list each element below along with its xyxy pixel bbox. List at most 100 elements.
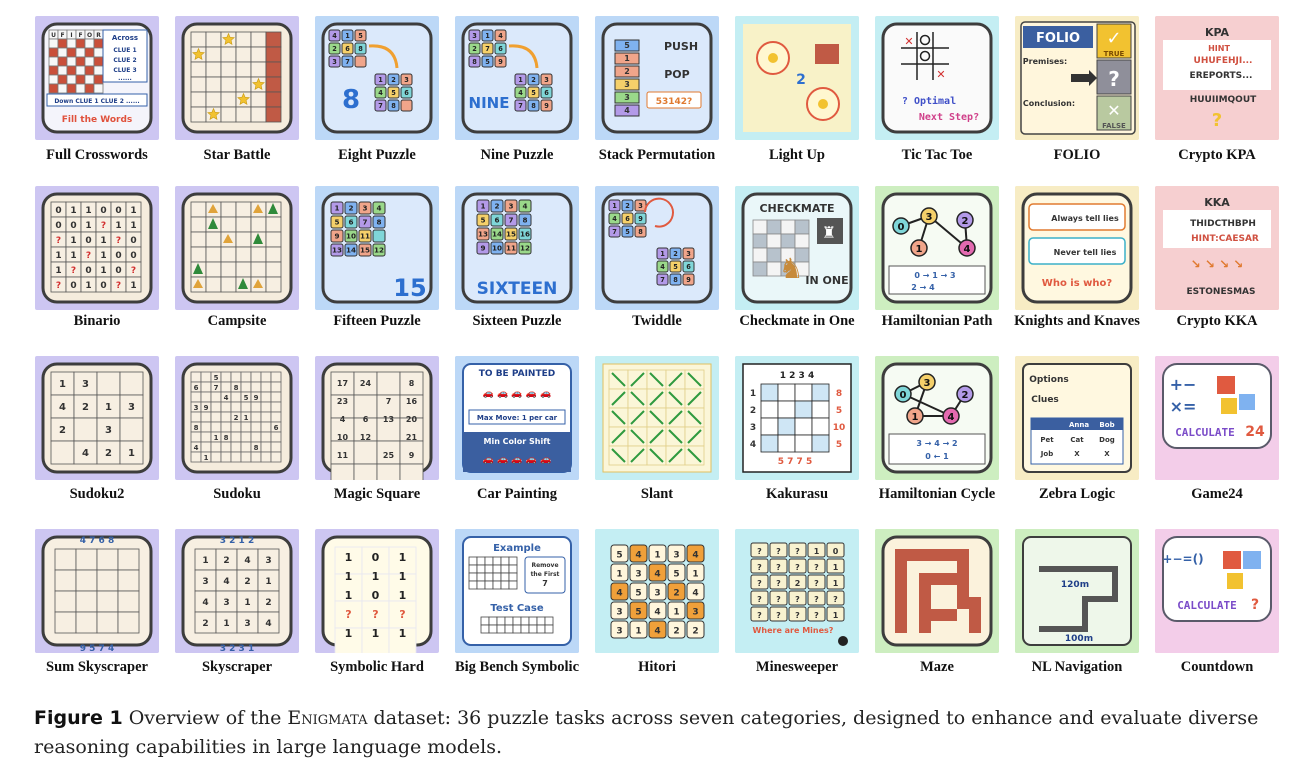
tile-text: 4 — [654, 570, 660, 580]
tile-text: 1 — [223, 619, 229, 629]
tile-text: 3 — [616, 608, 622, 618]
grid-cell — [240, 441, 252, 453]
grid-cell — [750, 606, 769, 622]
tile-number: 8 — [522, 216, 527, 225]
grid-cell — [250, 411, 262, 423]
tile-number: 7 — [362, 218, 367, 227]
grid-cell — [205, 46, 222, 63]
grid-cell — [492, 572, 502, 582]
tile-text: 3 — [924, 378, 931, 389]
grid-cell — [807, 574, 826, 590]
tile-text: 1 — [654, 551, 660, 561]
puzzle-tile — [354, 29, 367, 42]
tile-text: 3 — [692, 608, 698, 618]
tile-text: 1 — [55, 251, 61, 261]
tile-text: 5 7 7 5 — [778, 457, 812, 467]
puzzle-tile — [476, 213, 490, 227]
grid-cell — [265, 46, 282, 63]
tile-text: 2 — [692, 627, 698, 637]
grid-cell — [205, 76, 222, 93]
puzzle-tile — [387, 86, 400, 99]
grid-cell — [75, 74, 86, 85]
tile-text: 1 — [100, 266, 106, 276]
grid-cell — [468, 580, 478, 590]
tile-text: 5 — [624, 41, 630, 50]
grid-cell — [190, 61, 207, 78]
tile-number: 6 — [498, 45, 503, 53]
puzzle-tile — [514, 86, 527, 99]
maze-wall — [907, 549, 957, 561]
grid-cell — [190, 391, 202, 403]
grid-cell — [265, 91, 282, 108]
grid-cell — [54, 611, 77, 634]
tile-number: 8 — [376, 218, 381, 227]
tile-text: FALSE — [1102, 122, 1126, 130]
grid-cell — [686, 563, 705, 582]
grid-cell — [75, 47, 86, 58]
grid-cell — [260, 441, 272, 453]
tile-text: U — [51, 32, 56, 39]
puzzle-tile — [540, 73, 553, 86]
grid-cell — [388, 627, 417, 653]
tile-text: 1 — [372, 627, 380, 640]
graph-node — [892, 217, 910, 235]
puzzle-tile — [518, 227, 532, 241]
grid-cell — [536, 616, 546, 626]
puzzle-tile — [358, 243, 372, 257]
grid-cell — [50, 440, 75, 465]
task-label: Sixteen Puzzle — [472, 313, 562, 329]
grid-cell — [57, 74, 68, 85]
tile-text: 1 — [833, 611, 839, 620]
tile-text: 7 — [542, 579, 548, 588]
tile-text: 1 — [85, 221, 91, 231]
tile-text: 10 — [337, 433, 349, 442]
tile-text: 0 — [70, 281, 76, 291]
grid-cell — [57, 47, 68, 58]
tile-number: 8 — [638, 228, 643, 236]
grid-cell — [190, 411, 202, 423]
grid-cell — [528, 624, 538, 634]
grid-cell — [826, 590, 845, 606]
tile-text: 3 — [82, 379, 89, 390]
puzzle-tile — [656, 260, 669, 273]
grid-cell — [93, 47, 104, 58]
puzzle-tile — [372, 229, 386, 243]
grid-cell — [686, 620, 705, 639]
task-label: Knights and Knaves — [1014, 313, 1140, 329]
tile-text: HINT — [1208, 44, 1230, 53]
grid-cell — [265, 216, 282, 233]
grid-cell — [260, 381, 272, 393]
grid-cell — [48, 38, 59, 49]
tile-text: 1 — [399, 589, 407, 602]
tile-text: 1 — [130, 221, 136, 231]
grid-cell — [117, 590, 140, 613]
task-label: Big Bench Symbolic — [454, 659, 580, 675]
grid-cell — [750, 542, 769, 558]
tile-number: 12 — [374, 246, 384, 255]
tile-text: THIDCTHBPH — [1190, 219, 1256, 229]
grid-cell — [250, 371, 262, 383]
tile-text: Premises: — [1023, 57, 1067, 66]
grid-cell — [648, 563, 667, 582]
tile-text: 1 — [345, 627, 353, 640]
grid-cell — [210, 401, 222, 413]
tile-text: ? — [795, 547, 800, 556]
puzzle-tile — [358, 201, 372, 215]
tile-text: ? — [757, 611, 762, 620]
o-mark-icon — [919, 50, 931, 62]
grid-cell — [84, 47, 95, 58]
grid-cell — [265, 261, 282, 278]
tile-text: 4 — [948, 412, 955, 423]
grid-cell — [484, 564, 494, 574]
puzzle-tile — [341, 29, 354, 42]
grid-cell — [220, 106, 237, 123]
grid-cell — [468, 572, 478, 582]
